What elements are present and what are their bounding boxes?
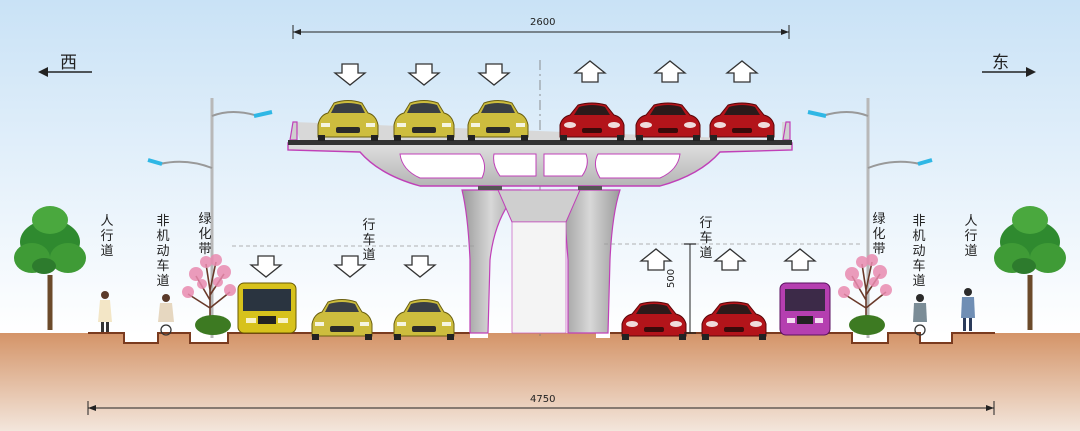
shrub-right bbox=[849, 315, 885, 335]
nonmotor-lane-right-label: 非机动车道 bbox=[912, 214, 926, 289]
total-width-label: 4750 bbox=[530, 394, 556, 405]
east-label: 东 bbox=[992, 53, 1009, 73]
pedestrian-left bbox=[98, 291, 112, 332]
clearance-dimension bbox=[684, 243, 696, 334]
cyclist-right bbox=[913, 294, 927, 336]
west-arrow-icon bbox=[38, 67, 92, 77]
nonmotor-lane-left-label: 非机动车道 bbox=[156, 214, 170, 289]
roadway-left-label: 行车道 bbox=[362, 218, 376, 263]
shrub-left bbox=[195, 315, 231, 335]
purple-bus bbox=[779, 282, 831, 336]
ground-west-vehicles bbox=[237, 282, 455, 341]
roadway-right-label: 行车道 bbox=[699, 216, 713, 261]
top-width-label: 2600 bbox=[530, 17, 556, 28]
ground-east-vehicles bbox=[621, 282, 831, 341]
east-arrow-icon bbox=[982, 67, 1036, 77]
upper-deck-yellow-cars bbox=[317, 100, 529, 142]
pedestrian-right bbox=[961, 288, 975, 331]
yellow-bus bbox=[237, 282, 297, 334]
west-label: 西 bbox=[60, 53, 77, 73]
top-dimension-line bbox=[292, 25, 790, 39]
clearance-height-label: 500 bbox=[666, 268, 677, 288]
cyclist-left bbox=[158, 294, 174, 336]
greenbelt-right-label: 绿化带 bbox=[872, 212, 886, 257]
pier-crossbeam bbox=[497, 189, 581, 223]
sidewalk-right-label: 人行道 bbox=[964, 214, 978, 259]
ground-section bbox=[0, 333, 1080, 431]
greenbelt-left-label: 绿化带 bbox=[198, 212, 212, 257]
upper-deck-red-cars bbox=[559, 102, 775, 142]
pier-gap bbox=[511, 221, 567, 334]
girder-cells bbox=[399, 153, 681, 179]
deck-surface bbox=[288, 140, 792, 145]
curb-outline bbox=[88, 332, 995, 344]
bottom-dimension-line bbox=[87, 401, 995, 415]
sidewalk-left-label: 人行道 bbox=[100, 214, 114, 259]
